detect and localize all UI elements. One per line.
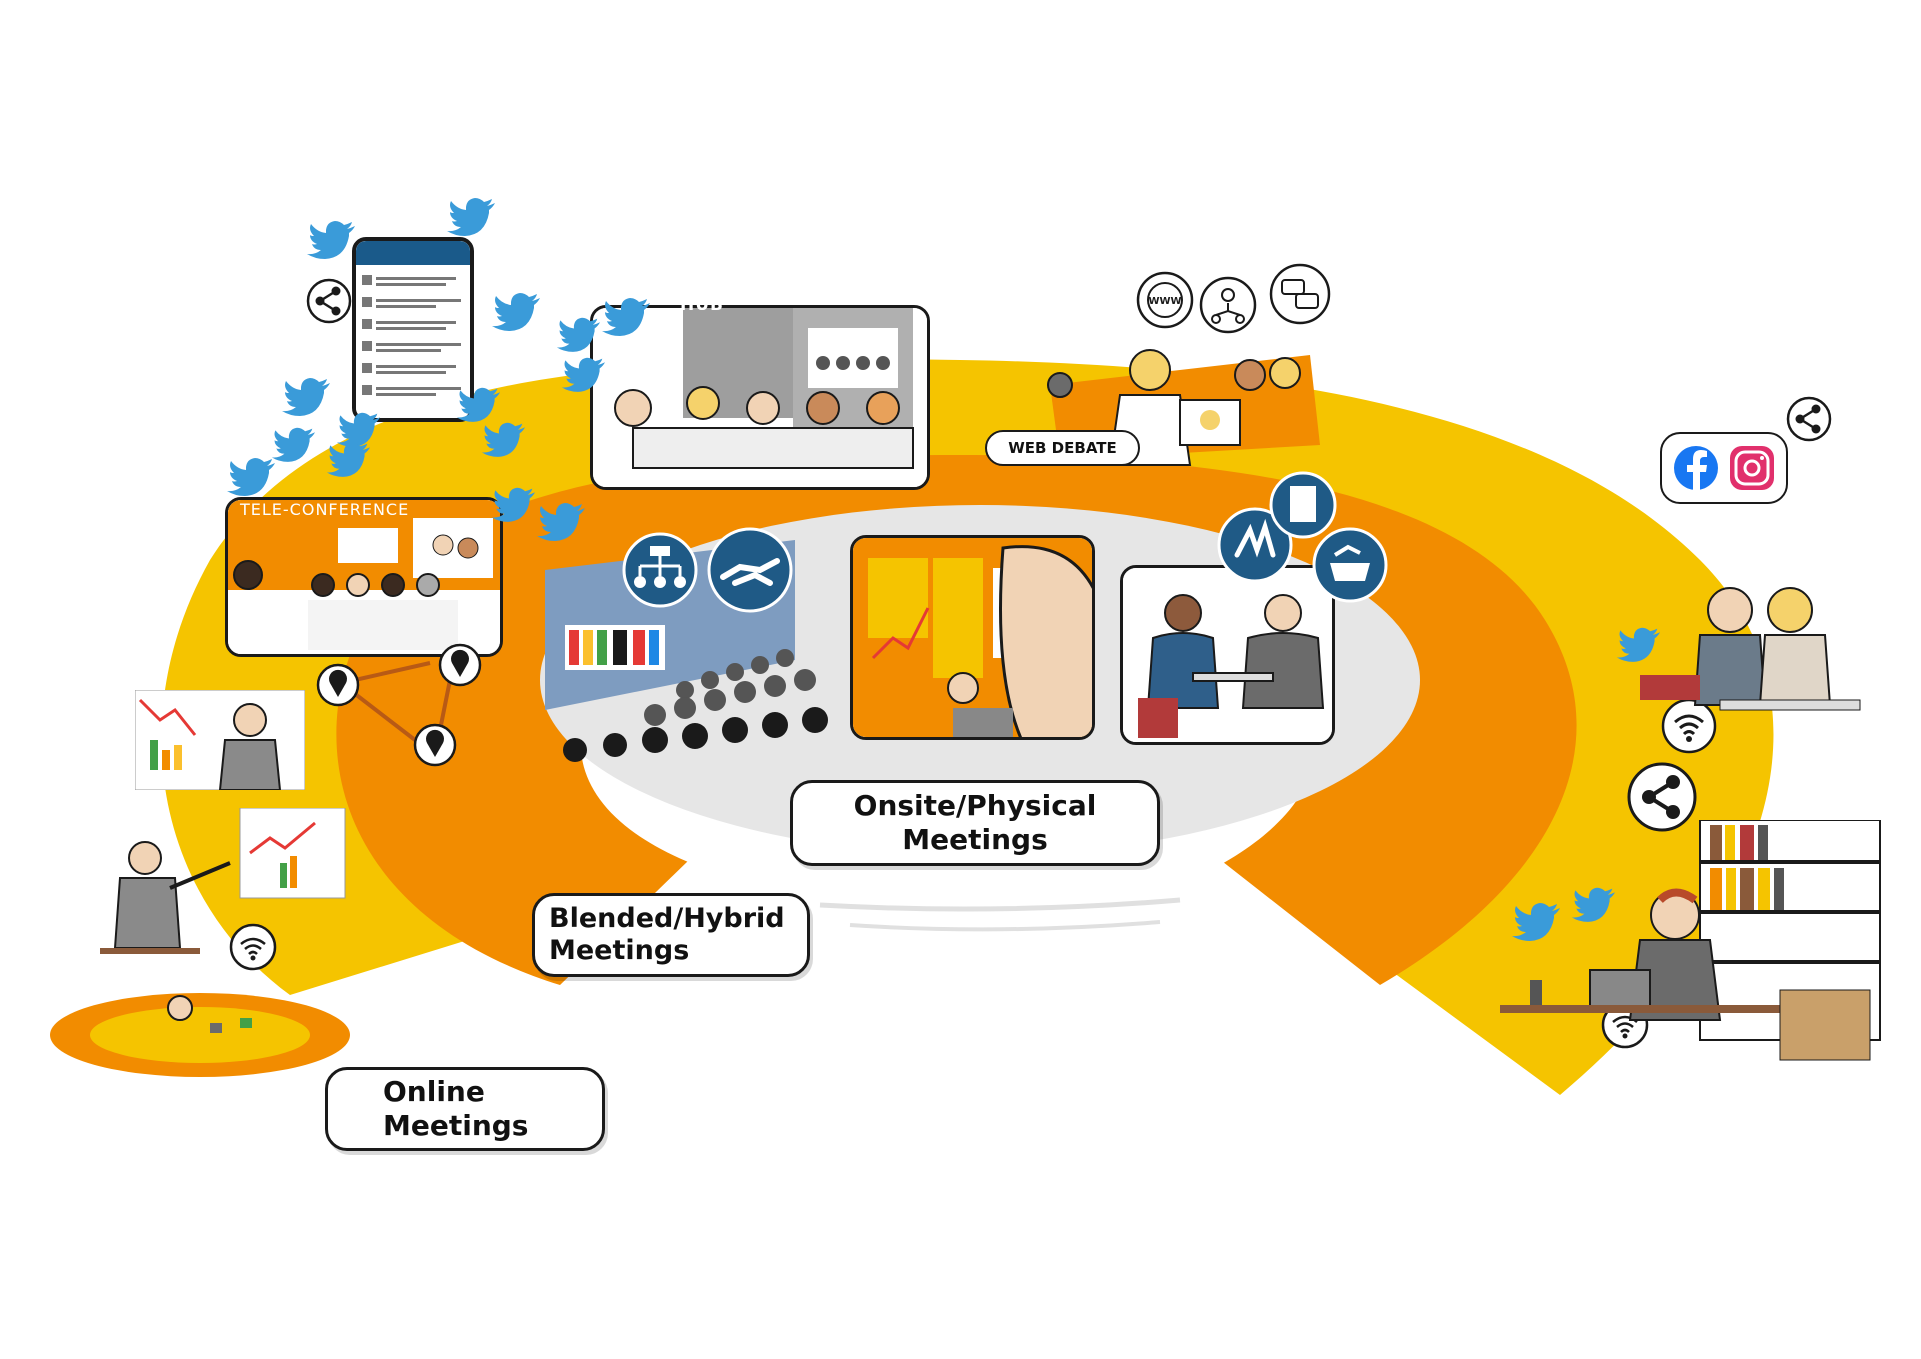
hybrid-label-line1: Blended/Hybrid	[549, 902, 785, 934]
cafe-meeting-panel	[1120, 565, 1335, 745]
network-icon	[622, 532, 698, 608]
twitter-bird-icon	[307, 221, 355, 259]
twitter-bird-icon	[537, 503, 585, 541]
motion-line	[849, 920, 1161, 932]
twitter-bird-icon	[1571, 887, 1615, 922]
twitter-bird-icon	[481, 422, 525, 457]
share-icon[interactable]	[305, 277, 353, 325]
motion-line	[819, 897, 1181, 912]
people-network-icon	[1199, 276, 1257, 334]
www-text: WWW	[1148, 296, 1181, 307]
onsite-label: Onsite/Physical Meetings	[790, 780, 1160, 866]
location-pins-triangle	[316, 643, 482, 767]
hands-icon	[1217, 507, 1293, 583]
twitter-bird-icon	[556, 317, 600, 352]
tele-conference-panel	[225, 497, 503, 657]
handshake-icon	[707, 527, 793, 613]
social-media-badge	[1660, 432, 1788, 504]
location-pin-icon	[413, 723, 457, 767]
twitter-bird-icon	[227, 458, 275, 496]
home-office-scene	[1500, 819, 1890, 1070]
share-icon[interactable]	[1625, 760, 1699, 834]
twitter-bird-icon	[326, 442, 370, 477]
rising-chart-scene	[100, 807, 350, 1048]
instagram-icon	[1730, 446, 1774, 490]
hybrid-label: Blended/Hybrid Meetings	[532, 893, 810, 977]
remote-hub-line1: REMOTE	[680, 275, 766, 295]
presentation-panel	[850, 535, 1095, 740]
tele-conference-caption: TELE-CONFERENCE	[240, 500, 410, 519]
web-debate-pill: WEB DEBATE	[985, 430, 1140, 466]
twitter-bird-icon	[271, 427, 315, 462]
declining-chart-scene	[134, 689, 306, 791]
remote-hub-panel	[590, 305, 930, 490]
coffee-cup-icon	[1312, 527, 1388, 603]
twitter-bird-icon	[1616, 627, 1660, 662]
online-label-line1: Online	[383, 1075, 485, 1109]
wifi-icon	[229, 923, 277, 971]
document-icon	[1269, 471, 1337, 539]
twitter-bird-icon	[447, 198, 495, 236]
twitter-bird-icon	[602, 298, 650, 336]
onsite-label-line2: Meetings	[902, 823, 1048, 856]
twitter-bird-icon	[282, 378, 330, 416]
www-globe-icon: WWW	[1136, 271, 1194, 329]
online-label: Online Meetings	[325, 1067, 605, 1151]
hybrid-label-line2: Meetings	[549, 935, 690, 966]
location-pin-icon	[438, 643, 482, 687]
smartphone	[352, 237, 474, 422]
facebook-icon	[1674, 446, 1718, 490]
remote-hub-caption: REMOTE HUB	[680, 275, 765, 315]
online-label-line2: Meetings	[383, 1109, 529, 1142]
twitter-bird-icon	[492, 293, 540, 331]
location-pin-icon	[316, 663, 360, 707]
chat-icon	[1269, 263, 1331, 325]
rug-inner	[90, 1007, 310, 1063]
twitter-bird-icon	[491, 487, 535, 522]
twitter-bird-icon	[1512, 903, 1560, 941]
remote-hub-line2: HUB	[680, 295, 724, 315]
couple-laptop-scene	[1640, 575, 1880, 735]
twitter-bird-icon	[561, 357, 605, 392]
onsite-label-line1: Onsite/Physical	[853, 789, 1097, 823]
share-icon[interactable]	[1785, 395, 1833, 443]
